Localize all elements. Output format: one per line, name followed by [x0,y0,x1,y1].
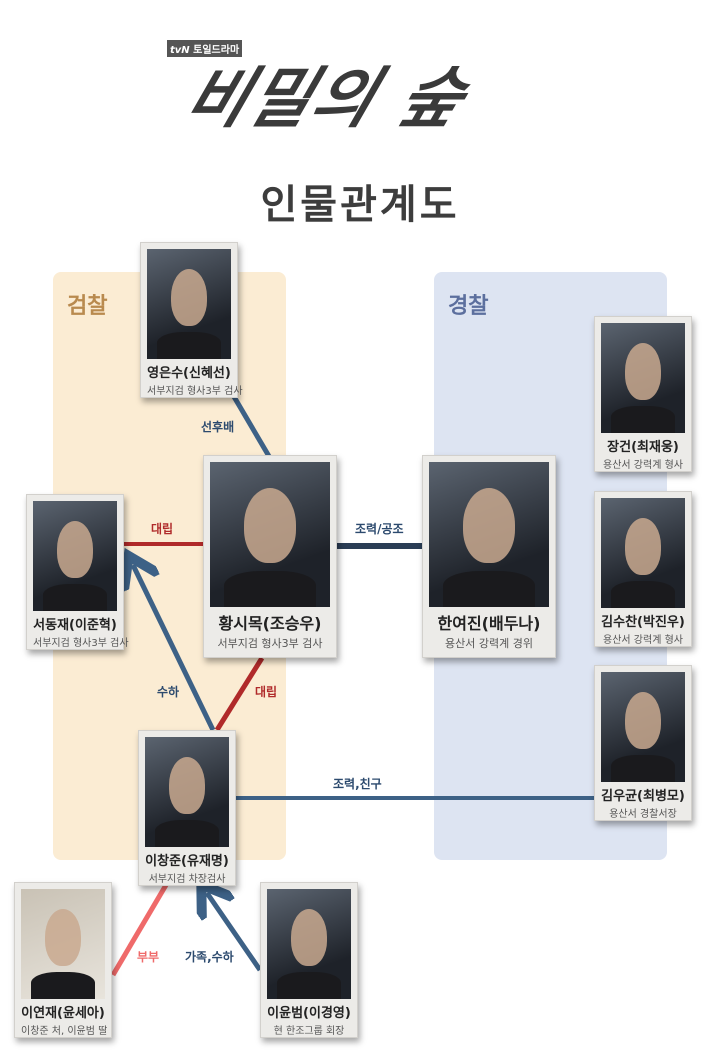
label-rivalry-seo: 대립 [151,522,174,536]
character-photo [601,672,685,782]
character-photo [429,462,549,607]
character-role: 용산서 경찰서장 [609,809,677,820]
character-card-main[interactable]: 황시목(조승우) 서부지검 형사3부 검사 [203,455,337,658]
character-role: 이창준 처, 이윤범 딸 [21,1026,108,1037]
character-photo [210,462,330,607]
label-cooperation: 조력/공조 [355,522,404,536]
prosecution-label: 검찰 [67,294,108,319]
page-title: 인물관계도 [260,182,460,228]
label-rivalry-hwang: 대립 [255,685,278,699]
character-role: 현 한조그룹 회장 [273,1026,345,1037]
label-spouse: 부부 [137,950,160,964]
character-name: 김우균(최병모) [601,789,685,804]
character-photo [33,501,117,611]
character-name: 서동재(이준혁) [33,618,117,633]
character-role: 서부지검 형사3부 검사 [217,637,323,650]
line-seniority [230,393,273,460]
label-family: 가족,수하 [185,950,234,964]
character-photo [601,323,685,433]
character-photo [147,249,231,359]
label-subordinate: 수하 [157,685,180,699]
character-card[interactable]: 김수찬(박진우) 용산서 강력계 형사 [594,491,692,647]
network-badge: tvN 토일드라마 [167,40,243,57]
character-card[interactable]: 서동재(이준혁) 서부지검 형사3부 검사 [26,494,129,650]
police-label: 경찰 [448,294,489,319]
character-name: 한여진(배두나) [437,614,541,633]
character-name: 영은수(신혜선) [147,366,231,381]
character-name: 이윤범(이경영) [267,1006,351,1021]
character-name: 이창준(유재명) [145,854,229,869]
character-photo [267,889,351,999]
label-friend: 조력,친구 [333,777,382,791]
character-name: 이연재(윤세아) [21,1006,105,1021]
character-photo [601,498,685,608]
label-seniority: 선후배 [201,420,235,434]
character-name: 김수찬(박진우) [601,615,685,630]
character-card[interactable]: 영은수(신혜선) 서부지검 형사3부 검사 [140,242,243,398]
line-subordinate [133,565,216,732]
character-role: 용산서 강력계 형사 [603,460,683,471]
line-family [207,893,263,972]
character-card-main[interactable]: 한여진(배두나) 용산서 강력계 경위 [422,455,556,658]
character-photo [145,737,229,847]
character-card[interactable]: 김우균(최병모) 용산서 경찰서장 [594,665,692,821]
network-sub: 토일드라마 [193,45,240,56]
character-card[interactable]: 이창준(유재명) 서부지검 차장검사 [138,730,236,886]
network-logo: tvN [170,45,190,56]
character-role: 용산서 강력계 경위 [445,637,533,650]
character-photo [21,889,105,999]
character-role: 용산서 강력계 형사 [603,635,683,646]
character-name: 황시목(조승우) [218,614,322,633]
character-role: 서부지검 형사3부 검사 [33,638,129,649]
character-role: 서부지검 형사3부 검사 [147,386,243,397]
character-card[interactable]: 장건(최재웅) 용산서 강력계 형사 [594,316,692,472]
character-role: 서부지검 차장검사 [148,874,226,885]
character-card[interactable]: 이윤범(이경영) 현 한조그룹 회장 [260,882,358,1038]
line-rivalry-hwang [214,656,265,732]
character-card[interactable]: 이연재(윤세아) 이창준 처, 이윤범 딸 [14,882,112,1038]
line-spouse [110,883,169,977]
character-name: 장건(최재웅) [607,440,679,455]
